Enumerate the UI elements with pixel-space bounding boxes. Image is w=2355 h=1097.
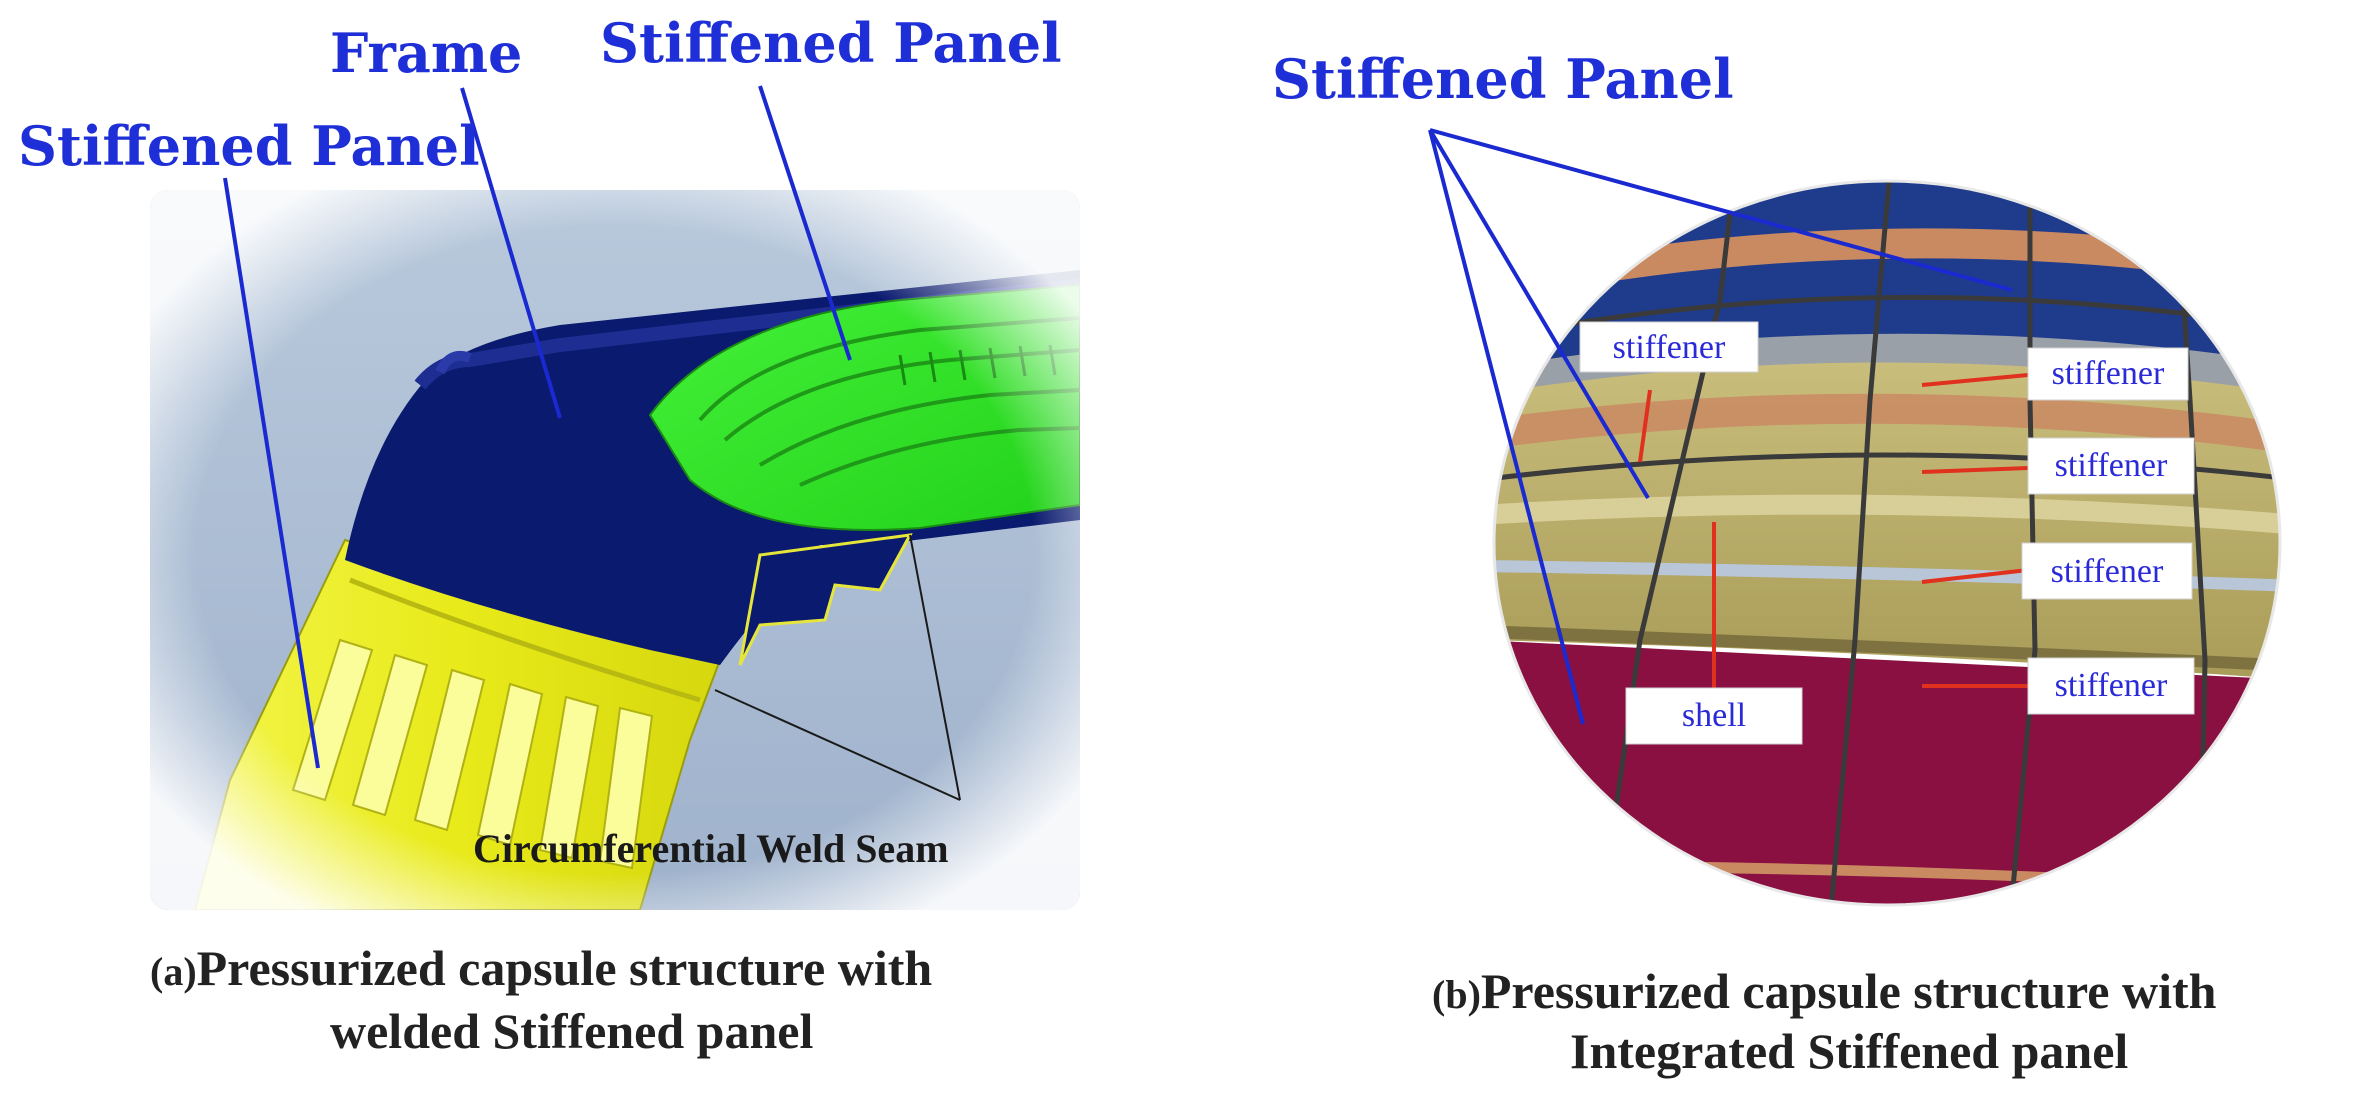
- label-stiffener-3: stiffener: [2051, 553, 2164, 590]
- panel-a-vignette: [150, 190, 1080, 910]
- panel-b-circle-outline: [1492, 179, 2282, 907]
- label-frame: Frame: [330, 21, 522, 85]
- leader-stiffened-panel-top: [758, 85, 852, 361]
- top-stiffener-stripe: [1494, 228, 2280, 305]
- caption-a-line1: (a)Pressurized capsule structure with: [150, 940, 932, 996]
- label-shell: shell: [1682, 697, 1746, 734]
- leaders-panel-b: [1428, 128, 2013, 725]
- label-box-stiffener-2: stiffener: [2027, 437, 2195, 495]
- caption-a-prefix: (a): [150, 949, 197, 994]
- label-stiffener-2: stiffener: [2055, 447, 2168, 484]
- caption-b-prefix: (b): [1432, 972, 1481, 1017]
- label-box-shell: shell: [1625, 687, 1803, 745]
- red-leaders-panel-b: [1638, 373, 2029, 688]
- middle-stiffener-stripe-2: [1494, 494, 2280, 535]
- caption-a-line2: welded Stiffened panel: [330, 1003, 813, 1059]
- caption-a-line1-text: Pressurized capsule structure with: [197, 940, 933, 996]
- label-stiffener-1: stiffener: [2052, 355, 2165, 392]
- leader-stiffened-panel-left: [223, 177, 320, 769]
- label-box-stiffener-3: stiffener: [2021, 542, 2193, 600]
- label-weld-seam: Circumferential Weld Seam: [473, 826, 949, 871]
- panel-a: Stiffened Panel Frame Stiffened Panel Ci…: [18, 11, 1080, 1059]
- middle-stiffener-stripe-1: [1494, 393, 2280, 455]
- panel-b: stiffener stiffener stiffener stiffener …: [1272, 47, 2282, 1079]
- label-stiffened-panel-top: Stiffened Panel: [600, 11, 1062, 75]
- label-box-stiffener-1: stiffener: [2027, 347, 2189, 401]
- panel-a-render: [150, 190, 1080, 910]
- caption-b-line1: (b)Pressurized capsule structure with: [1432, 963, 2217, 1019]
- leader-weld-seam: [714, 534, 961, 801]
- leader-frame: [460, 87, 562, 419]
- label-stiffened-panel-b: Stiffened Panel: [1272, 47, 1734, 111]
- caption-b-line2: Integrated Stiffened panel: [1570, 1023, 2128, 1079]
- label-stiffened-panel-left: Stiffened Panel: [18, 114, 480, 178]
- label-stiffener-4: stiffener: [2055, 667, 2168, 704]
- caption-b-line1-text: Pressurized capsule structure with: [1481, 963, 2217, 1019]
- label-box-stiffener-4: stiffener: [2027, 657, 2195, 715]
- label-box-stiffener-left: stiffener: [1579, 321, 1759, 373]
- label-stiffener-left: stiffener: [1613, 329, 1726, 366]
